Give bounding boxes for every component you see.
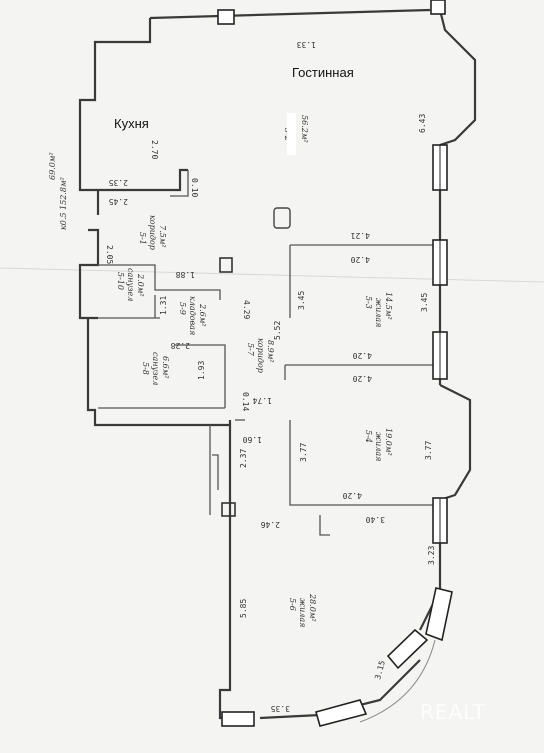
dim-label: 3.40	[366, 515, 385, 524]
room-text: жилая	[374, 298, 383, 327]
dim-label: 4.20	[343, 491, 362, 500]
dim-label: 1.88	[176, 270, 195, 279]
dim-label: 2.28	[171, 341, 190, 350]
room-text: санузел	[126, 268, 135, 301]
dim-label: 1.93	[197, 361, 206, 380]
room-text: 5-6	[288, 598, 297, 611]
kitchen-label: Кухня	[114, 116, 149, 131]
dim-label: 3.77	[424, 441, 433, 460]
dim-label: 1.74	[253, 396, 272, 405]
dim-label: 2.05	[105, 245, 114, 264]
dim-label: 4.20	[353, 351, 372, 360]
room-text: 2.6м²	[198, 303, 207, 327]
room-text: 8.9м²	[266, 340, 275, 363]
dim-label: 5.85	[239, 599, 248, 618]
room-text: 5-8	[141, 362, 150, 375]
dim-label: 3.35	[271, 704, 290, 713]
dim-label: 2.46	[261, 520, 280, 529]
column-blocks	[219, 207, 291, 517]
dim-label: 4.29	[242, 300, 251, 319]
dim-label: 3.77	[299, 443, 308, 462]
dim-label: 3.45	[420, 293, 429, 312]
room-text: 5-1	[138, 232, 147, 245]
room-text: 2.0м²	[136, 273, 145, 297]
dim-label: 2.37	[239, 449, 248, 468]
dim-label: 2.45	[109, 197, 128, 206]
windows	[217, 0, 453, 727]
room-text: санузел	[151, 352, 160, 385]
dim-label: 2.70	[150, 140, 159, 159]
room-text: кладовая	[188, 296, 197, 335]
dim-label: 6.43	[418, 114, 427, 133]
room-text: коридор	[148, 215, 157, 250]
room-text: коридор	[256, 338, 265, 373]
room-text: 19.0м²	[384, 428, 393, 456]
dim-label: 0.14	[241, 392, 250, 411]
dim-label: 4.21	[351, 231, 370, 240]
room-text: 5-7	[246, 343, 255, 357]
dim-label: 4.20	[351, 255, 370, 264]
room-text: 5-9	[178, 302, 187, 315]
room-text: 14.5м²	[384, 292, 393, 320]
dim-label: 3.45	[297, 291, 306, 310]
balcony-arc	[359, 639, 436, 723]
dim-label: 5.52	[273, 321, 282, 340]
dim-label: 4.20	[353, 374, 372, 383]
room-text: 28.0м²	[308, 593, 317, 622]
room-text: жилая	[374, 432, 383, 461]
dimension-labels: 2.70 2.35 0.10 2.45 2.05 1.88 4.21 4.20 …	[105, 40, 436, 713]
dim-label: 1.33	[297, 40, 316, 49]
room-text: жилая	[298, 598, 307, 627]
interior-walls	[98, 168, 440, 536]
dim-label: 3.23	[427, 546, 436, 565]
room-text: 69.0м²	[48, 152, 57, 180]
living-room-label: Гостинная	[292, 65, 354, 80]
redaction-patch	[287, 113, 296, 155]
room-text: 5-3	[364, 296, 373, 309]
dim-label: 0.10	[190, 178, 199, 197]
room-text: 7.5м²	[158, 225, 167, 248]
dim-label: 1.60	[243, 435, 262, 444]
room-text: 56.2м²	[300, 115, 309, 143]
dim-label: 1.31	[159, 296, 168, 315]
room-text: 5-10	[116, 272, 125, 290]
watermark: REALT	[420, 700, 486, 724]
room-text: 6.6м²	[161, 356, 170, 379]
room-labels: 69.0м² к0.5 152.8м² 5-1 коридор 7.5м² 5-…	[48, 115, 393, 627]
dim-label: 3.15	[373, 659, 387, 680]
room-text: к0.5 152.8м²	[59, 177, 68, 230]
dim-label: 2.35	[109, 178, 128, 187]
room-text: 5-4	[364, 430, 373, 443]
